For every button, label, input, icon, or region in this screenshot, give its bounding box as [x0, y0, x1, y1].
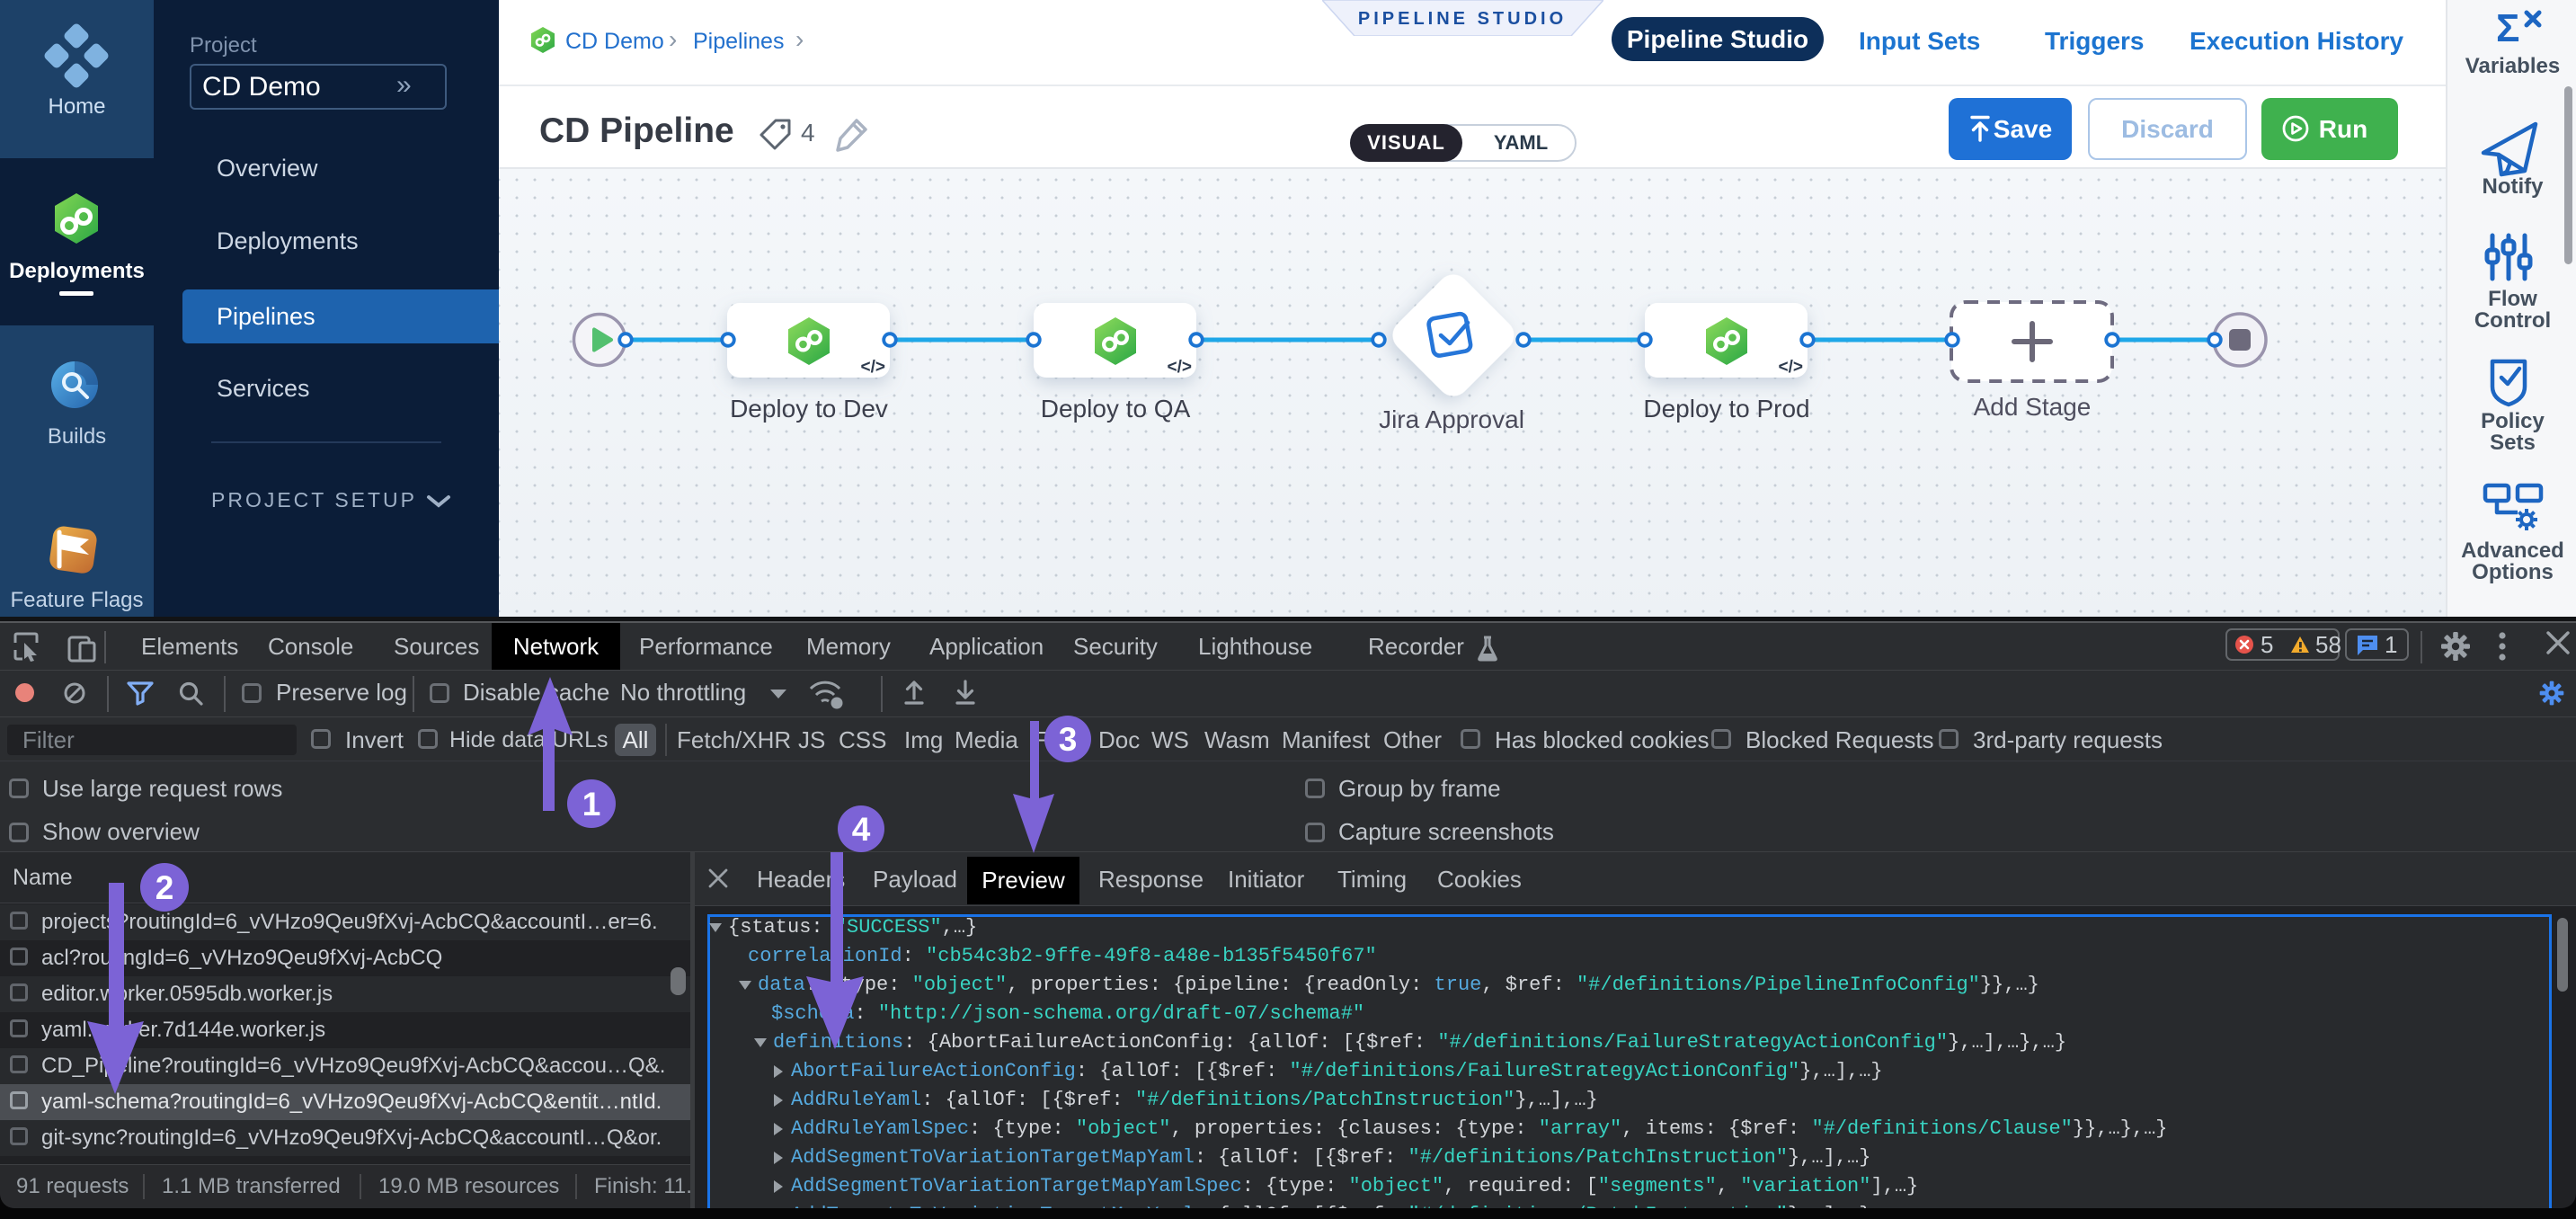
svg-text:Deploy to Prod: Deploy to Prod — [1643, 395, 1809, 423]
svg-text:</>: </> — [1779, 358, 1803, 377]
svg-text:</>: </> — [861, 358, 885, 377]
svg-text:Jira Approval: Jira Approval — [1379, 405, 1524, 433]
svg-text:Deploy to Dev: Deploy to Dev — [730, 395, 888, 423]
svg-text:Σ: Σ — [2496, 6, 2519, 50]
svg-text:PIPELINE STUDIO: PIPELINE STUDIO — [1358, 9, 1567, 29]
svg-text:Deploy to QA: Deploy to QA — [1041, 395, 1191, 423]
svg-text:</>: </> — [1168, 358, 1192, 377]
svg-text:Add Stage: Add Stage — [1974, 393, 2092, 421]
